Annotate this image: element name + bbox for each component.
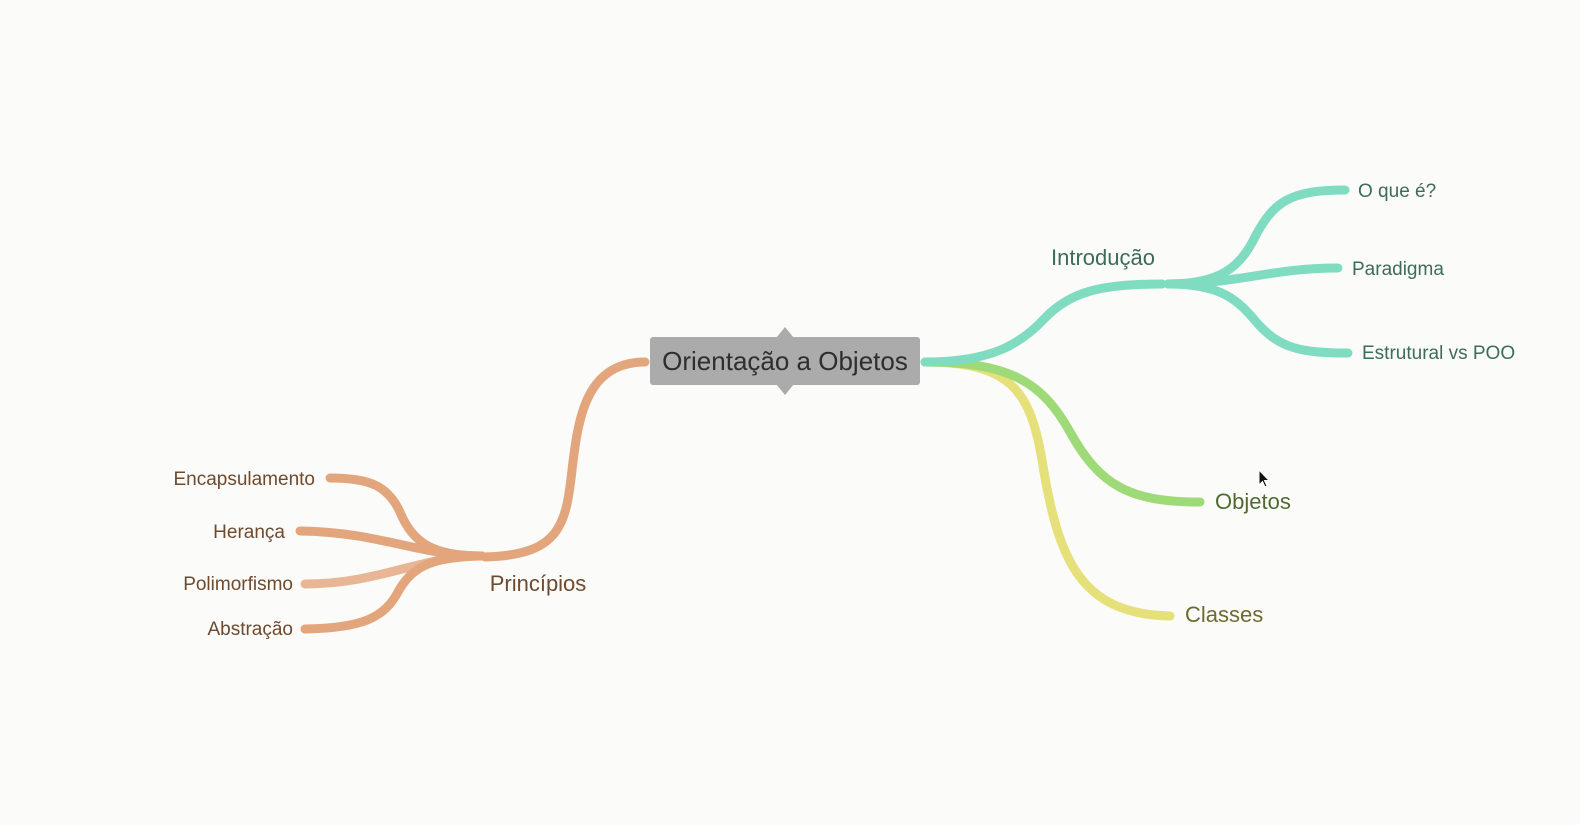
central-bottom-notch bbox=[776, 384, 794, 395]
branch-heranca bbox=[295, 526, 487, 561]
subtopic-encapsulamento-label[interactable]: Encapsulamento bbox=[173, 469, 315, 490]
subtopic-abstracao-label[interactable]: Abstração bbox=[207, 619, 293, 640]
topic-objetos-label[interactable]: Objetos bbox=[1215, 489, 1291, 514]
central-topic-label: Orientação a Objetos bbox=[662, 346, 908, 376]
subtopic-heranca-label[interactable]: Herança bbox=[213, 522, 285, 543]
branch-estrutural bbox=[1163, 279, 1353, 358]
branch-principios bbox=[480, 357, 650, 562]
topic-classes-label[interactable]: Classes bbox=[1185, 602, 1263, 627]
subtopic-o-que-e-label[interactable]: O que é? bbox=[1358, 181, 1436, 202]
branch-abstracao bbox=[300, 551, 487, 634]
central-top-notch bbox=[776, 327, 794, 338]
connectors bbox=[295, 185, 1353, 634]
subtopic-estrutural-vs-poo-label[interactable]: Estrutural vs POO bbox=[1362, 343, 1515, 364]
subtopic-polimorfismo-label[interactable]: Polimorfismo bbox=[183, 574, 293, 595]
branch-objetos bbox=[920, 357, 1205, 507]
branch-introducao bbox=[920, 279, 1167, 367]
topic-introducao-label[interactable]: Introdução bbox=[1051, 245, 1155, 270]
mouse-pointer-icon bbox=[1258, 468, 1271, 488]
central-box[interactable] bbox=[650, 337, 920, 385]
subtopic-paradigma-label[interactable]: Paradigma bbox=[1352, 259, 1444, 280]
central-topic[interactable]: Orientação a Objetos bbox=[650, 327, 920, 395]
topic-principios-label[interactable]: Princípios bbox=[490, 571, 587, 596]
